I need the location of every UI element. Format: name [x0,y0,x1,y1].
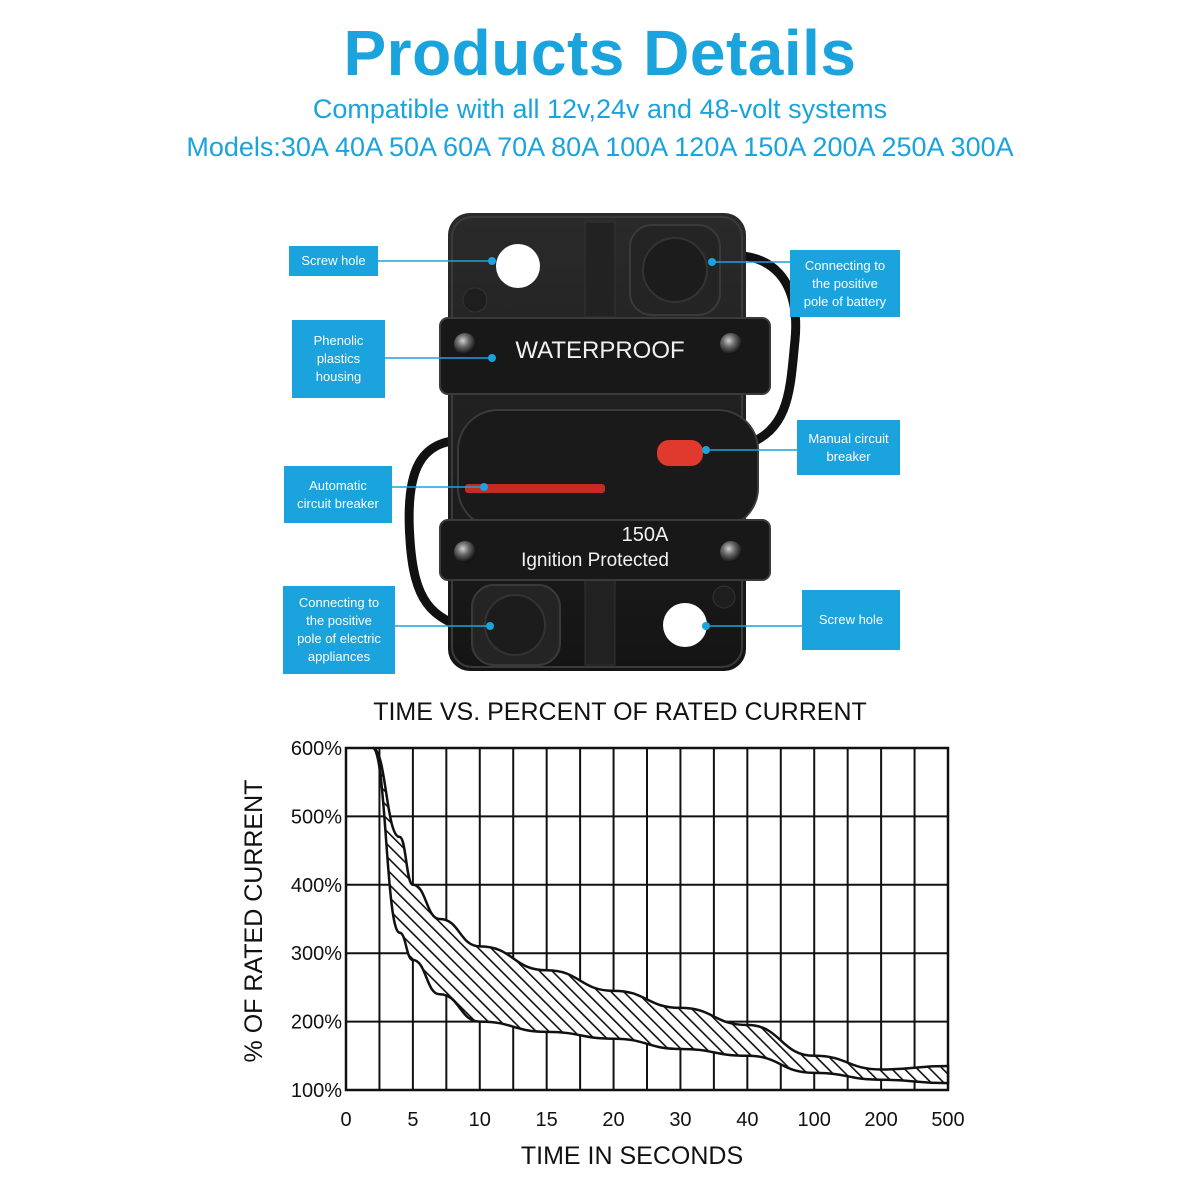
screw-hole-bottom [663,603,707,647]
models-text: Models:30A 40A 50A 60A 70A 80A 100A 120A… [186,132,1014,162]
manual-reset-button [657,440,703,466]
x-tick-label: 20 [602,1109,624,1131]
callout-automatic-breaker: Automatic circuit breaker [284,466,392,523]
top-label-plate [439,317,771,395]
trip-curve-band [371,746,950,1085]
callout-phenolic-housing: Phenolic plastics housing [292,320,385,398]
y-tick-label: 300% [291,943,342,965]
callout-connect-appliances: Connecting to the positive pole of elect… [283,586,395,674]
x-tick-label: 200 [864,1109,897,1131]
callout-connect-battery: Connecting to the positive pole of batte… [790,250,900,317]
compatibility-text: Compatible with all 12v,24v and 48-volt … [312,94,888,124]
appliance-cable [404,435,476,635]
x-tick-label: 100 [798,1109,831,1131]
y-tick-label: 200% [291,1012,342,1034]
x-tick-label: 30 [669,1109,691,1131]
screw-hole-top [496,244,540,288]
battery-cable [698,251,801,450]
ignition-label: Ignition Protected [521,550,669,571]
x-tick-label: 10 [469,1109,491,1131]
callout-manual-breaker: Manual circuit breaker [797,420,900,475]
callout-screw-hole-top: Screw hole [289,246,378,276]
x-tick-label: 5 [407,1109,418,1131]
y-tick-label: 600% [291,738,342,760]
y-tick-label: 400% [291,875,342,897]
y-tick-label: 500% [291,806,342,828]
bottom-label-plate [439,519,771,581]
waterproof-label: WATERPROOF [515,337,684,364]
y-axis-label: % OF RATED CURRENT [240,780,268,1063]
callout-screw-hole-bottom: Screw hole [802,590,900,650]
y-tick-label: 100% [291,1080,342,1102]
rating-label: 150A [622,524,669,546]
page-title: Products Details [343,17,857,89]
x-tick-label: 500 [931,1109,964,1131]
x-tick-label: 0 [340,1109,351,1131]
chart-title: TIME VS. PERCENT OF RATED CURRENT [373,698,867,726]
x-tick-label: 15 [536,1109,558,1131]
x-axis-label: TIME IN SECONDS [521,1142,743,1170]
breaker-diagram: WATERPROOF 150A Ignition Protected [378,213,802,671]
x-tick-label: 40 [736,1109,758,1131]
trip-indicator-bar [465,484,605,493]
plot-frame [344,746,950,1092]
